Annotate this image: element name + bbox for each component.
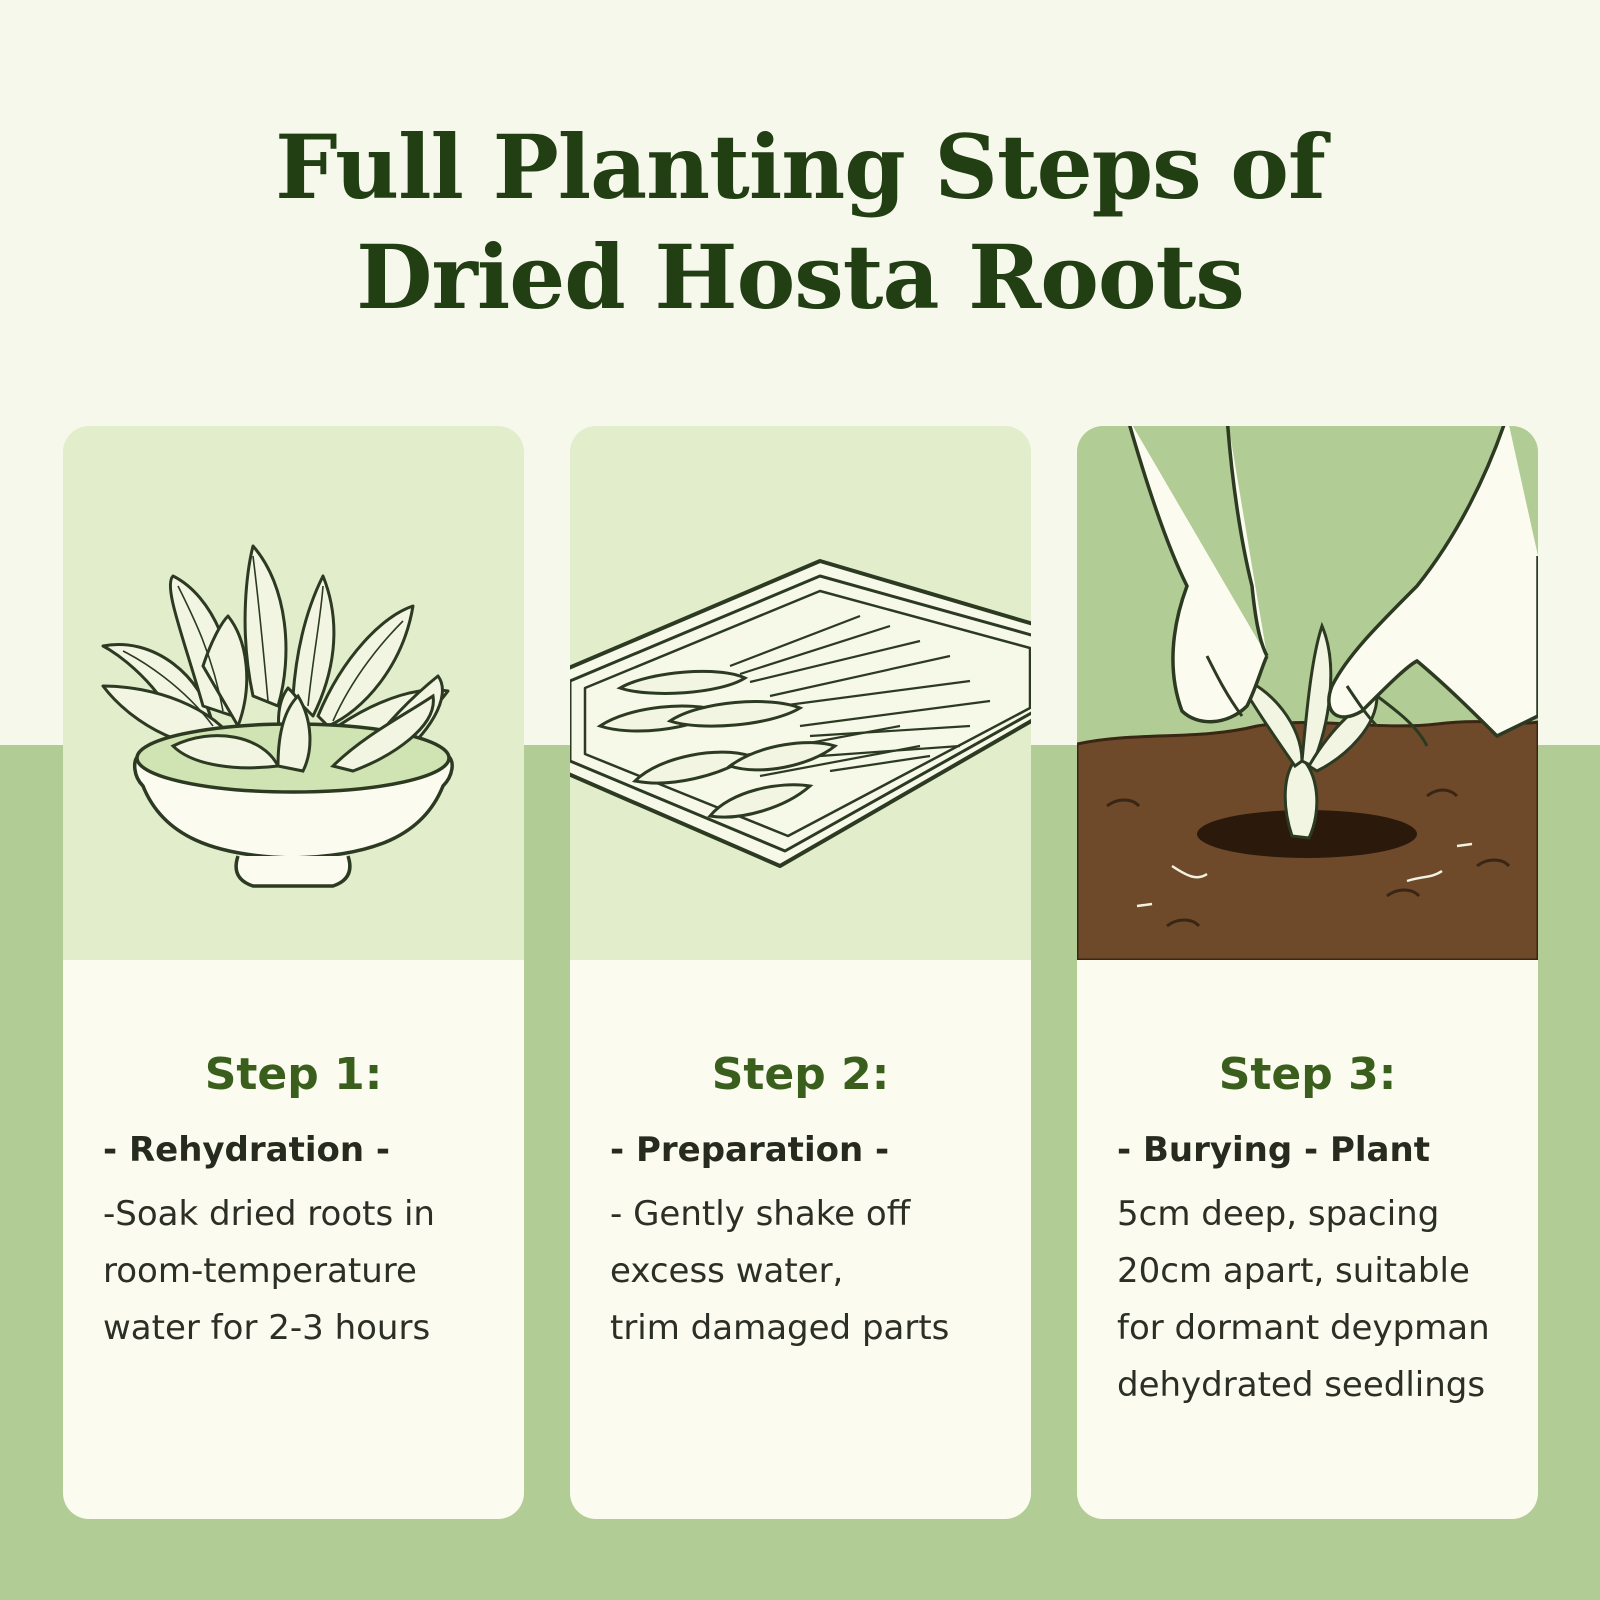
step-2-illustration (570, 426, 1031, 960)
step-2-line-3: trim damaged parts (610, 1308, 950, 1348)
step-2-line-1: - Gently shake off (610, 1194, 911, 1234)
step-3-subtitle: - Burying - Plant (1117, 1130, 1430, 1170)
step-3-line-3: for dormant deypman (1117, 1308, 1490, 1348)
hosta-roots-in-bowl-icon (101, 544, 454, 888)
step-3-line-1: 5cm deep, spacing (1117, 1194, 1440, 1234)
step-1-illustration (63, 426, 524, 960)
step-card-3: Step 3: - Burying - Plant 5cm deep, spac… (1077, 426, 1538, 1519)
page-title-line-2: Dried Hosta Roots (356, 225, 1245, 329)
step-2-heading: Step 2: (711, 1049, 890, 1100)
step-1-line-1: -Soak dried roots in (103, 1194, 435, 1234)
hands-planting-seedling-icon (1077, 426, 1538, 960)
page-title-line-1: Full Planting Steps of (275, 115, 1326, 219)
step-1-description: -Soak dried roots in room-temperature wa… (103, 1186, 513, 1357)
page-title: Full Planting Steps of Dried Hosta Roots (0, 112, 1600, 332)
step-1-subtitle: - Rehydration - (103, 1130, 391, 1170)
step-1-heading: Step 1: (204, 1049, 383, 1100)
roots-on-tray-icon (570, 559, 1031, 868)
step-card-2: Step 2: - Preparation - - Gently shake o… (570, 426, 1031, 1519)
step-1-line-3: water for 2-3 hours (103, 1308, 431, 1348)
step-3-line-2: 20cm apart, suitable (1117, 1251, 1470, 1291)
step-3-description: 5cm deep, spacing 20cm apart, suitable f… (1117, 1186, 1527, 1414)
step-card-1: Step 1: - Rehydration - -Soak dried root… (63, 426, 524, 1519)
step-3-line-4: dehydrated seedlings (1117, 1365, 1486, 1405)
step-3-illustration (1077, 426, 1538, 960)
step-2-subtitle: - Preparation - (610, 1130, 890, 1170)
step-3-heading: Step 3: (1218, 1049, 1397, 1100)
step-1-line-2: room-temperature (103, 1251, 417, 1291)
step-2-line-2: excess water, (610, 1251, 844, 1291)
step-2-description: - Gently shake off excess water, trim da… (610, 1186, 1020, 1357)
